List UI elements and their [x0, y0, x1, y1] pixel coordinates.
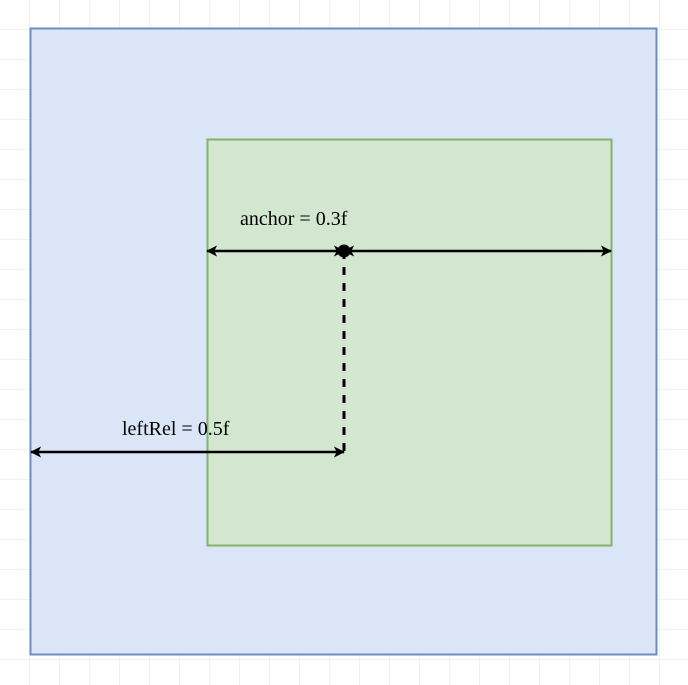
- anchor-dot: [337, 244, 351, 258]
- anchor-measure-label: anchor = 0.3f: [240, 208, 348, 230]
- child-container-box: [206, 138, 613, 547]
- leftrel-measure-label: leftRel = 0.5f: [122, 418, 230, 440]
